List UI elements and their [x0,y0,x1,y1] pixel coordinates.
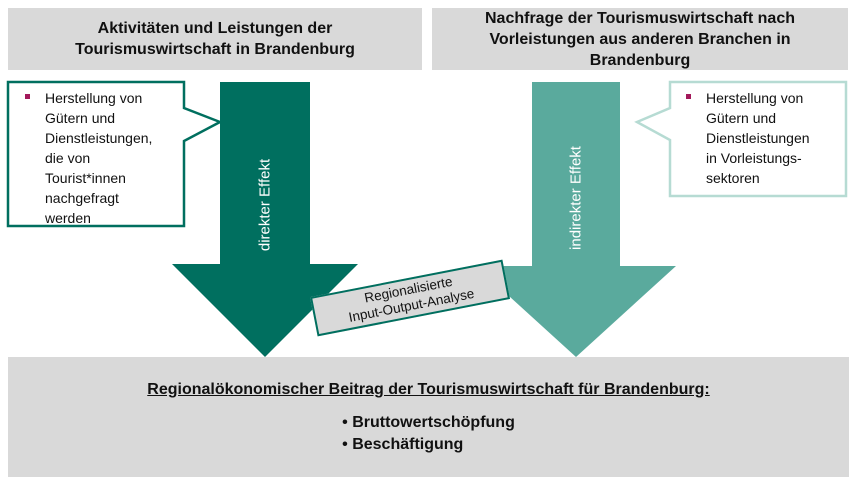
top-left-line-2: Tourismuswirtschaft in Brandenburg [75,41,355,58]
bottom-item-gross-value-added: Bruttowertschöpfung [342,412,515,434]
callout-right-line: Gütern und [706,110,777,126]
callout-right-text: Herstellung von Gütern und Dienstleistun… [686,88,836,188]
callout-right-line: Herstellung von [706,90,804,106]
direct-effect-arrow [172,82,358,357]
callout-left-line: Dienstleistungen, [45,130,153,146]
square-bullet-icon [686,94,691,99]
callout-left-frame [6,80,224,228]
callout-left-line: die von [45,150,91,166]
callout-left-line: Gütern und [45,110,116,126]
callout-left-text: Herstellung von Gütern und Dienstleistun… [25,88,175,228]
top-left-line-1: Aktivitäten und Leistungen der [97,20,333,37]
callout-right-frame [634,80,848,198]
callout-left-line: werden [45,210,91,226]
callout-left-line: nachgefragt [45,190,119,206]
bottom-item-employment: Beschäftigung [342,434,515,456]
indirect-effect-arrow [476,82,676,357]
bottom-summary-box: Regionalökonomischer Beitrag der Tourism… [8,357,849,477]
callout-right-line: sektoren [706,170,760,186]
bottom-list: Bruttowertschöpfung Beschäftigung [342,412,515,456]
callout-right-line: Dienstleistungen [706,130,810,146]
top-right-line-3: Brandenburg [589,51,691,69]
bottom-title: Regionalökonomischer Beitrag der Tourism… [147,380,710,398]
callout-right-line: in Vorleistungs- [706,150,802,166]
square-bullet-icon [25,94,30,99]
top-right-line-1: Nachfrage der Tourismuswirtschaft nach [485,9,795,27]
top-left-header: Aktivitäten und Leistungen der Tourismus… [8,8,422,70]
callout-left-line: Tourist*innen [45,170,126,186]
top-right-header: Nachfrage der Tourismuswirtschaft nach V… [432,8,848,70]
direct-effect-label: direkter Effekt [256,158,274,252]
indirect-effect-label: indirekter Effekt [567,146,585,250]
callout-left-line: Herstellung von [45,90,143,106]
top-right-line-2: Vorleistungen aus anderen Branchen in [489,30,791,48]
